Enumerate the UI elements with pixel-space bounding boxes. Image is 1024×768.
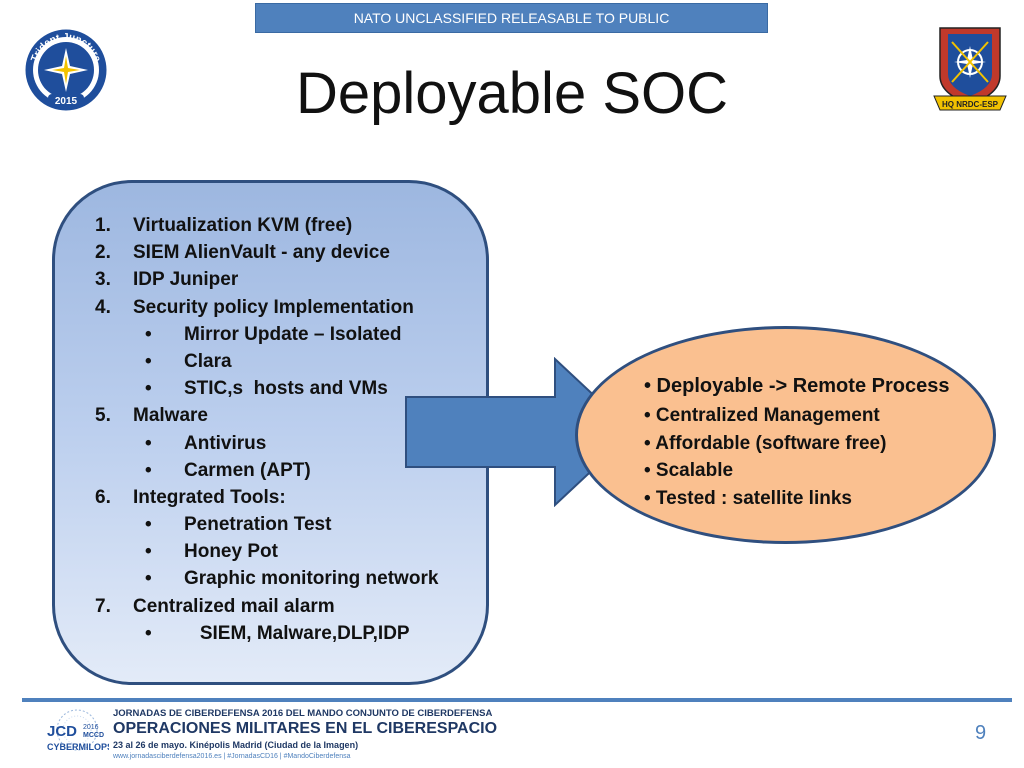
- list-subitem-text: Honey Pot: [184, 541, 278, 563]
- list-item-text: Security policy Implementation: [133, 296, 414, 318]
- jcd-2016-logo: JCD 2016 MCCD CYBERMILOPS: [47, 709, 109, 752]
- classification-text: NATO UNCLASSIFIED RELEASABLE TO PUBLIC: [353, 10, 670, 26]
- list-subitem-text: Antivirus: [184, 432, 267, 454]
- logo-left-year: 2015: [55, 96, 78, 107]
- footer-event-title: OPERACIONES MILITARES EN EL CIBERESPACIO: [113, 720, 498, 737]
- bullet-icon: •: [145, 459, 152, 481]
- list-item-text: SIEM AlienVault - any device: [133, 242, 390, 264]
- trident-juncture-logo: Trident Juncture 2015: [24, 28, 108, 112]
- bullet-icon: •: [145, 323, 152, 345]
- bullet-icon: •: [145, 568, 152, 590]
- benefit-item: • Scalable: [644, 460, 734, 481]
- list-item-text: Virtualization KVM (free): [133, 215, 353, 236]
- list-subitem-text: Carmen (APT): [184, 459, 311, 481]
- bullet-icon: •: [145, 514, 152, 536]
- list-item-number: 6.: [95, 486, 111, 508]
- bullet-icon: •: [145, 432, 152, 454]
- list-item-number: 2.: [95, 242, 111, 264]
- bullet-icon: •: [145, 622, 152, 644]
- list-subitem-text: STIC,s hosts and VMs: [184, 378, 388, 400]
- list-item-number: 1.: [95, 215, 111, 236]
- logo-year-text: 2016: [83, 724, 99, 731]
- list-subitem-text: Mirror Update – Isolated: [184, 323, 402, 345]
- benefit-item: • Affordable (software free): [644, 432, 887, 454]
- benefit-item: • Tested : satellite links: [644, 487, 852, 509]
- list-item-text: Integrated Tools:: [133, 486, 286, 508]
- bullet-icon: •: [145, 541, 152, 563]
- list-subitem-text: Graphic monitoring network: [184, 568, 439, 590]
- footer-event-line: JORNADAS DE CIBERDEFENSA 2016 DEL MANDO …: [113, 708, 493, 719]
- footer-links: www.jornadasciberdefensa2016.es | #Jorna…: [113, 753, 351, 760]
- list-item-number: 5.: [95, 405, 111, 427]
- page-number: 9: [975, 722, 987, 744]
- benefits-list: • Deployable -> Remote Process • Central…: [644, 370, 949, 512]
- list-subitem-text: SIEM, Malware,DLP,IDP: [184, 622, 410, 644]
- logo-mccd-text: MCCD: [83, 732, 104, 739]
- list-item-text: IDP Juniper: [133, 269, 239, 291]
- footer-divider: [22, 698, 1012, 702]
- list-item-number: 4.: [95, 296, 111, 318]
- logo-jcd-text: JCD: [47, 723, 77, 740]
- list-item-number: 7.: [95, 595, 111, 617]
- list-subitem-text: Clara: [184, 350, 232, 372]
- list-item-number: 3.: [95, 269, 111, 291]
- logo-right-text: HQ NRDC-ESP: [942, 100, 999, 109]
- bullet-icon: •: [145, 378, 152, 400]
- benefit-item: • Centralized Management: [644, 405, 880, 426]
- hq-nrdc-esp-emblem: HQ NRDC-ESP: [933, 27, 1007, 111]
- list-item-text: Malware: [133, 405, 208, 427]
- bullet-icon: •: [145, 350, 152, 372]
- footer-event-dates: 23 al 26 de mayo. Kinépolis Madrid (Ciud…: [113, 740, 359, 750]
- logo-cyber-text: CYBERMILOPS: [47, 742, 109, 752]
- list-subitem-text: Penetration Test: [184, 514, 332, 536]
- benefit-primary: • Deployable -> Remote Process: [644, 375, 950, 397]
- classification-banner: NATO UNCLASSIFIED RELEASABLE TO PUBLIC: [255, 3, 768, 33]
- page-title: Deployable SOC: [296, 61, 728, 126]
- benefits-ellipse: [575, 326, 996, 544]
- list-item-text: Centralized mail alarm: [133, 595, 335, 617]
